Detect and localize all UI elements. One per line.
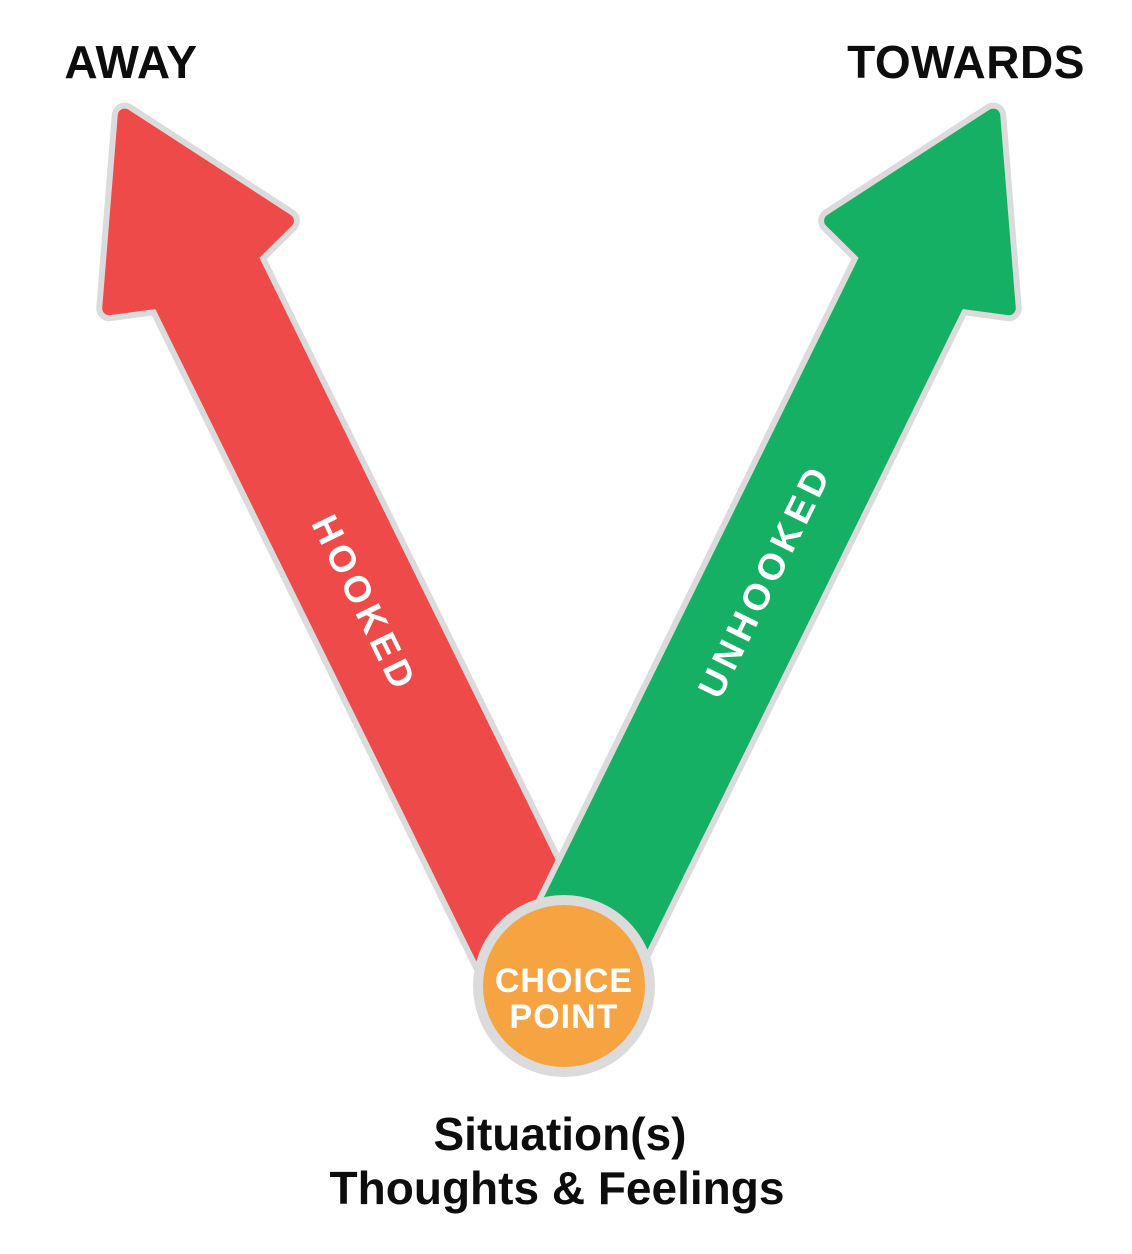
choice-point-label-line2: POINT (510, 998, 619, 1036)
towards-arrow: UNHOOKED (516, 102, 1022, 1000)
choice-point-circle (473, 895, 655, 1077)
towards-heading: TOWARDS (847, 36, 1085, 88)
away-heading: AWAY (64, 36, 197, 88)
choice-point-label-line1: CHOICE (495, 962, 633, 1000)
away-arrow: HOOKED (96, 102, 602, 1000)
caption-line2: Thoughts & Feelings (330, 1162, 785, 1214)
caption-line1: Situation(s) (434, 1108, 687, 1160)
